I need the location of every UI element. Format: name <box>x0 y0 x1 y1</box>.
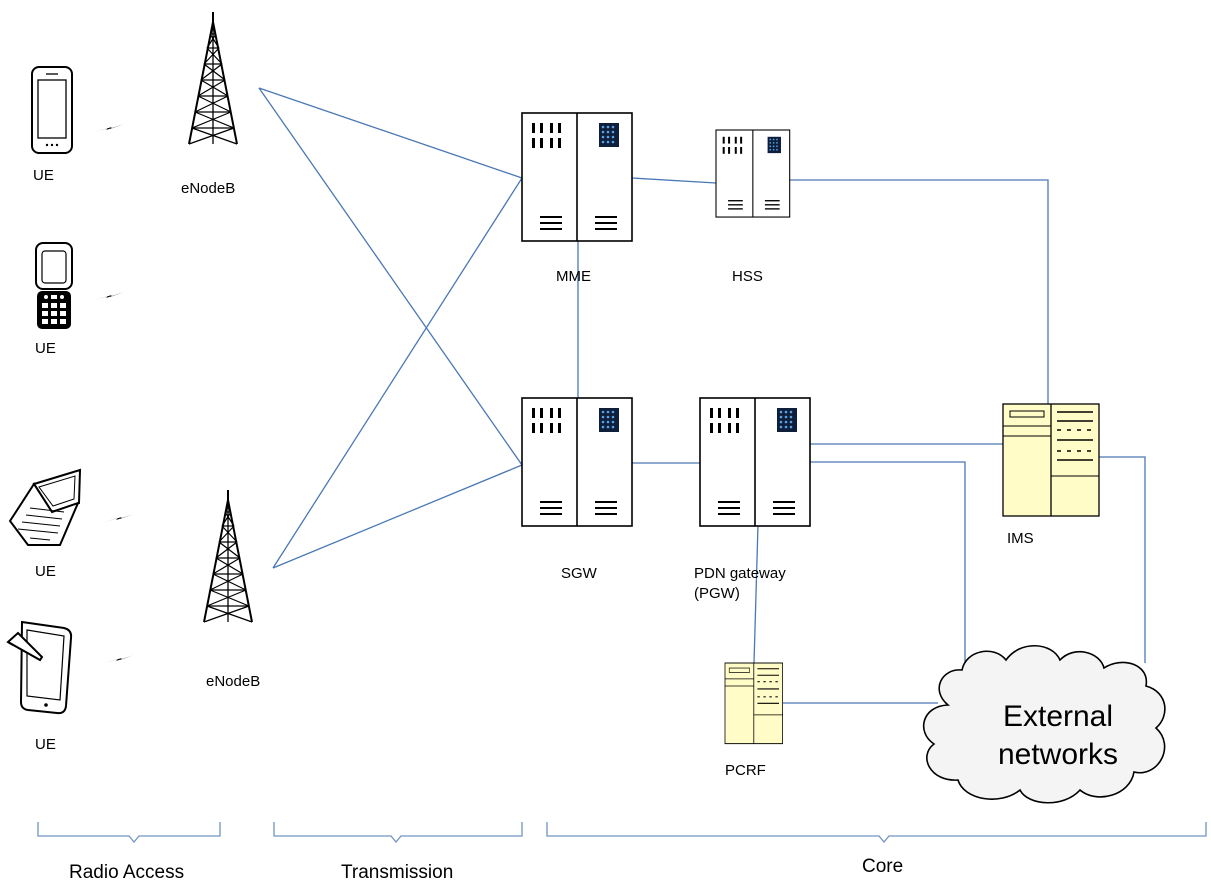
pcrf-server-icon <box>724 662 784 745</box>
external-networks-line1: External <box>1002 700 1114 733</box>
external-networks-label: External networks <box>958 698 1158 774</box>
sgw-label: SGW <box>561 565 597 582</box>
pcrf-label: PCRF <box>725 762 766 779</box>
hss-label: HSS <box>732 268 763 285</box>
flip-phone-icon <box>35 242 73 329</box>
antenna-tower-icon <box>203 489 253 623</box>
network-links <box>258 87 1146 704</box>
tablet-icon <box>6 620 73 715</box>
cloud-icon <box>923 645 1166 804</box>
ue-label: UE <box>35 736 56 753</box>
external-networks-line2: networks <box>997 738 1119 771</box>
ims-label: IMS <box>1007 530 1034 547</box>
ue-label: UE <box>35 563 56 580</box>
pgw-server-icon <box>699 397 811 527</box>
ue-label: UE <box>33 167 54 184</box>
smartphone-icon <box>31 66 73 154</box>
ims-server-icon <box>1002 403 1100 517</box>
enodeb-label: eNodeB <box>181 180 236 197</box>
pgw-label: PDN gateway <box>694 565 786 582</box>
hss-server-icon <box>715 129 791 218</box>
section-core: Core <box>862 856 904 877</box>
section-brackets <box>37 822 1207 844</box>
section-transmission: Transmission <box>341 862 454 883</box>
antenna-tower-icon <box>188 11 238 145</box>
enodeb-label: eNodeB <box>206 673 261 690</box>
section-radio-access: Radio Access <box>69 862 185 883</box>
mme-label: MME <box>556 268 591 285</box>
sgw-server-icon <box>521 397 633 527</box>
laptop-icon <box>8 468 82 546</box>
ue-label: UE <box>35 340 56 357</box>
mme-server-icon <box>521 112 633 242</box>
pgw-label-sub: (PGW) <box>694 585 740 602</box>
